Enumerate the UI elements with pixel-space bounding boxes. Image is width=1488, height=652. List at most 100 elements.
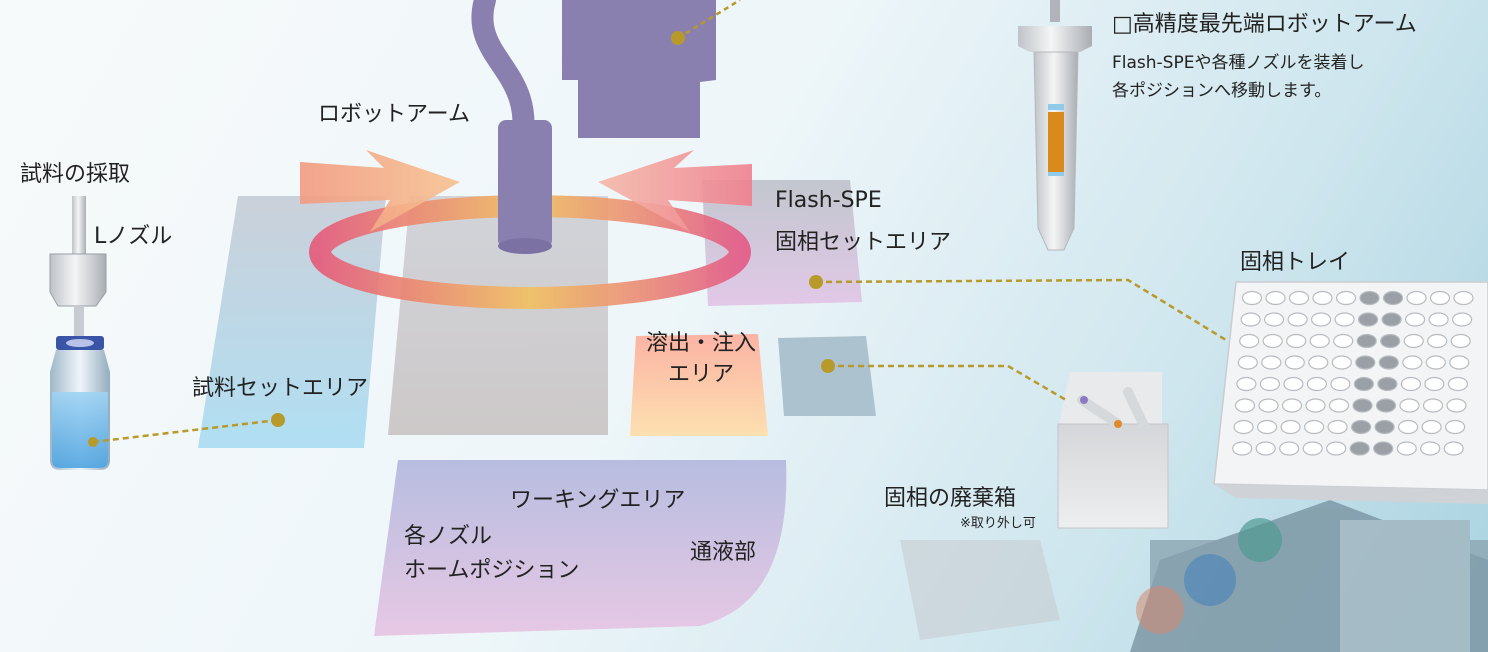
label-waste-box: 固相の廃棄箱 (884, 486, 1017, 511)
label-nozzle-home: ホームポジション (404, 558, 580, 583)
desc-line-2: 各ポジションへ移動します。 (1112, 81, 1332, 101)
sample-vial (49, 196, 110, 470)
dot-disposal (821, 359, 835, 373)
tray-well (1312, 290, 1333, 306)
tray-well (1256, 419, 1278, 435)
tray-well (1357, 312, 1379, 327)
tray-well (1350, 419, 1372, 435)
tray-well (1279, 441, 1300, 456)
tray-well (1261, 355, 1282, 370)
rotation-arrow-left (300, 150, 460, 232)
label-removable-note: ※取り外し可 (960, 516, 1036, 531)
label-nozzle-line1: 各ノズル (404, 524, 493, 549)
tray-well (1308, 355, 1329, 370)
tray-well (1309, 333, 1330, 349)
solid-phase-tray (1213, 281, 1488, 504)
label-working-area: ワーキングエリア (510, 488, 686, 513)
tray-well (1447, 376, 1469, 392)
tray-well (1288, 290, 1310, 306)
tray-well (1425, 355, 1446, 370)
leader-sample-area (92, 418, 279, 444)
tray-well (1241, 290, 1263, 306)
tray-well (1283, 376, 1304, 392)
tray-well (1424, 376, 1445, 392)
label-solid-set-area: 固相セットエリア (775, 230, 952, 255)
tray-well (1255, 441, 1276, 456)
flash-spe-cartridge (1018, 0, 1092, 251)
tray-well (1429, 290, 1451, 306)
tray-well (1451, 312, 1473, 327)
label-flash-spe: Flash-SPE (775, 188, 882, 213)
tray-well (1310, 312, 1332, 327)
tray-well (1331, 355, 1352, 370)
tray-well (1404, 312, 1426, 327)
tray-well (1330, 376, 1351, 392)
tray-well (1326, 441, 1347, 456)
tray-well (1402, 355, 1423, 370)
tray-well (1333, 333, 1354, 349)
tray-well (1381, 312, 1402, 327)
tray-well (1237, 355, 1258, 370)
tray-well (1427, 333, 1448, 349)
tray-well (1236, 376, 1257, 392)
tray-well (1355, 355, 1376, 370)
waste-box-shadow (900, 540, 1060, 640)
rotation-arrow-right (598, 150, 752, 232)
tray-well (1303, 419, 1325, 435)
working-area (374, 460, 787, 636)
robot-arm (471, 0, 741, 254)
tray-well (1397, 419, 1419, 435)
tray-well (1382, 290, 1404, 306)
leader-flash-spe (815, 278, 1227, 342)
label-liquid-section: 通液部 (690, 540, 757, 565)
tray-well (1259, 376, 1281, 392)
heading-high-precision-arm: □高精度最先端ロボットアーム (1112, 12, 1417, 37)
tray-well (1399, 398, 1420, 413)
tray-well (1281, 398, 1303, 413)
tray-well (1373, 441, 1394, 456)
dot-sample-area (271, 413, 285, 427)
tray-well (1233, 419, 1254, 435)
working-surface (388, 196, 608, 435)
tray-well (1380, 333, 1401, 349)
tray-well (1239, 333, 1260, 349)
tray-well (1453, 290, 1474, 306)
tray-well (1422, 398, 1444, 413)
tray-well (1443, 441, 1464, 456)
label-solid-tray: 固相トレイ (1240, 250, 1351, 275)
tray-well (1306, 376, 1328, 392)
tray-well (1305, 398, 1326, 413)
tray-well (1265, 290, 1286, 306)
disposal-pad (778, 336, 876, 416)
tray-well (1234, 398, 1256, 413)
tray-well (1352, 398, 1373, 413)
tray-well (1403, 333, 1424, 349)
dot-flash-spe (809, 275, 823, 289)
tray-wells (1232, 290, 1474, 456)
tray-well (1258, 398, 1279, 413)
tray-well (1232, 441, 1253, 456)
tray-well (1263, 312, 1285, 327)
tray-well (1444, 419, 1466, 435)
tray-well (1356, 333, 1377, 349)
tray-well (1334, 312, 1355, 327)
instrument-base (1130, 500, 1488, 652)
label-l-nozzle: Lノズル (94, 224, 173, 249)
label-sample-set-area: 試料セットエリア (192, 376, 369, 401)
tray-well (1328, 398, 1350, 413)
tray-well (1349, 441, 1370, 456)
label-elution-area: エリア (668, 362, 735, 387)
tray-well (1449, 355, 1470, 370)
tray-well (1374, 419, 1395, 435)
label-robot-arm: ロボットアーム (318, 102, 471, 127)
label-elution-injection: 溶出・注入 (646, 331, 757, 356)
tray-well (1375, 398, 1397, 413)
tray-well (1286, 333, 1307, 349)
tray-well (1327, 419, 1348, 435)
flash-spe-area (702, 180, 862, 306)
tray-well (1262, 333, 1283, 349)
tray-well (1396, 441, 1417, 456)
tray-well (1446, 398, 1467, 413)
leader-disposal (828, 364, 1067, 402)
